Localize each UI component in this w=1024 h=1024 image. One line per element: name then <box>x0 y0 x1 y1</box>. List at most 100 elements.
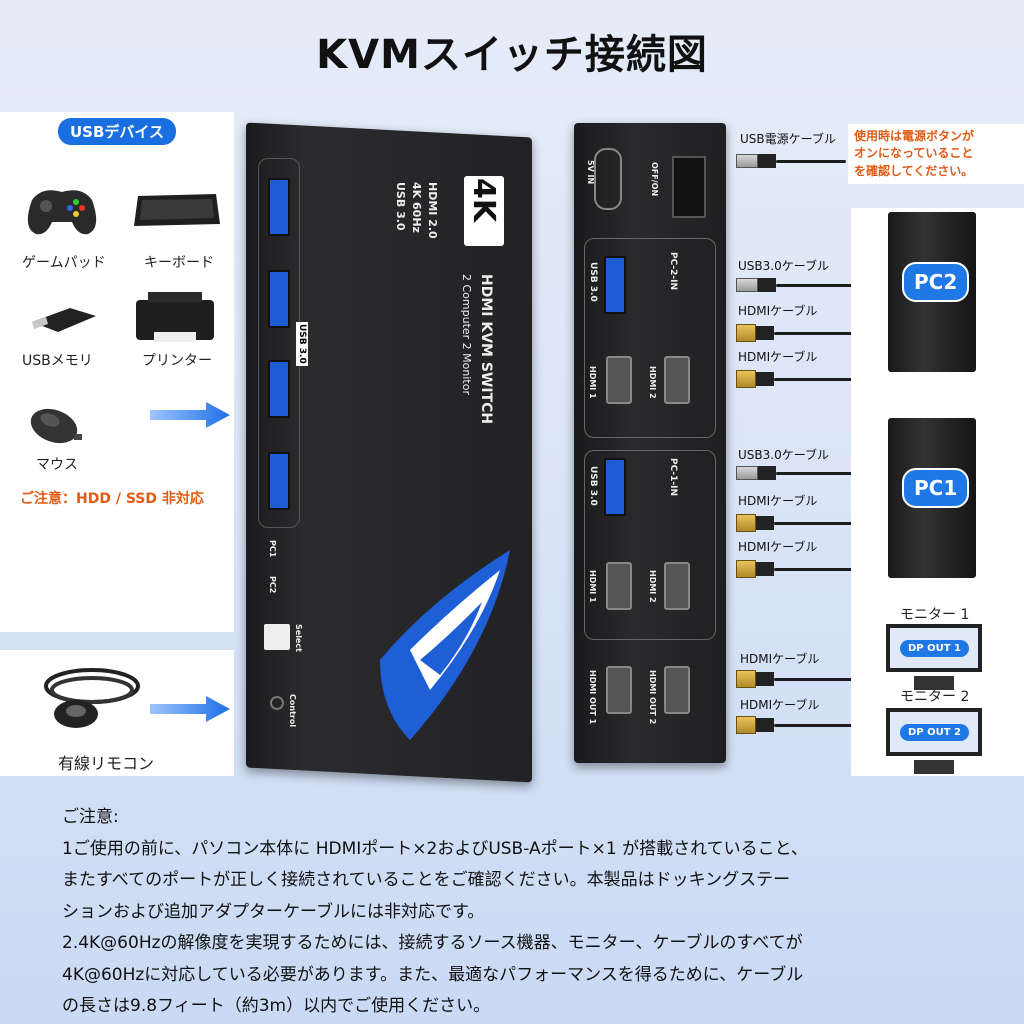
notes-line: 1ご使用の前に、パソコン本体に HDMIポート×2およびUSB-Aポート×1 が… <box>62 838 808 859</box>
pc2-hdmi2-port[interactable] <box>664 356 690 404</box>
usb30-tag: USB 3.0 <box>296 322 308 366</box>
pc2-usb-port[interactable] <box>604 256 626 314</box>
pc1-in-label: PC-1-IN <box>668 458 678 497</box>
front-usb-port[interactable] <box>268 178 290 236</box>
usb-memory-icon <box>32 308 96 332</box>
monitor-stand <box>914 760 954 774</box>
device-name: HDMI KVM SWITCH <box>478 274 494 425</box>
pc1-hdmi1-port[interactable] <box>606 562 632 610</box>
pc1-tower-icon: PC1 <box>888 418 976 578</box>
monitor1-label: モニター 1 <box>900 607 970 623</box>
plug-body <box>756 672 774 686</box>
notes-section: ご注意: 1ご使用の前に、パソコン本体に HDMIポート×2およびUSB-Aポー… <box>62 802 992 1023</box>
notes-line: ションおよび追加アダプターケーブルには非対応です。 <box>62 901 485 922</box>
pc2-port-group <box>584 238 716 438</box>
usb-power-cable-label: USB電源ケーブル <box>740 132 836 146</box>
spec-4k60: 4K 60Hz <box>410 182 423 233</box>
pc1-hdmi1-label: HDMI 1 <box>588 570 597 603</box>
switch-label: OFF/ON <box>650 162 659 197</box>
plug-body <box>758 278 776 292</box>
monitor1-port: DP OUT 1 <box>900 640 969 657</box>
cable-line <box>774 724 884 727</box>
hdmi-plug-icon <box>736 324 756 342</box>
hdmi-out2-port[interactable] <box>664 666 690 714</box>
pc1-usb-port[interactable] <box>604 458 626 516</box>
pc2-hdmi1-port[interactable] <box>606 356 632 404</box>
power-note-line: を確認してください。 <box>854 163 974 178</box>
control-label: Control <box>288 694 297 728</box>
front-usb-port[interactable] <box>268 360 290 418</box>
pc2-tower-icon: PC2 <box>888 212 976 372</box>
plug-body <box>756 562 774 576</box>
pc1-port-group <box>584 450 716 640</box>
monitor-stand <box>914 676 954 690</box>
usb-memory-label: USBメモリ <box>22 353 93 369</box>
keyboard-label: キーボード <box>144 255 214 271</box>
usb-plug-icon <box>736 278 758 292</box>
notes-line: またすべてのポートが正しく接続されていることをご確認ください。本製品はドッキング… <box>62 870 791 890</box>
4k-badge: 4K <box>466 178 501 223</box>
gamepad-label: ゲームパッド <box>22 255 106 271</box>
cable-line <box>774 678 884 681</box>
cable-line <box>774 568 852 571</box>
notes-heading: ご注意: <box>62 807 119 827</box>
usb30-cable-label: USB3.0ケーブル <box>738 259 829 273</box>
power-note: 使用時は電源ボタンが オンになっていること を確認してください。 <box>848 124 1024 185</box>
wired-remote-icon <box>44 668 140 728</box>
monitor2-port: DP OUT 2 <box>900 724 969 741</box>
pc2-hdmi2-label: HDMI 2 <box>648 366 657 399</box>
pc1-usb-label: USB 3.0 <box>588 466 598 506</box>
pc2-hdmi1-label: HDMI 1 <box>588 366 597 399</box>
hdmi-out1-port[interactable] <box>606 666 632 714</box>
front-usb-port[interactable] <box>268 270 290 328</box>
usb-c-power-port[interactable] <box>594 148 622 210</box>
hdmi-plug-icon <box>736 560 756 578</box>
brand-logo-icon <box>380 550 510 740</box>
hdmi-plug-icon <box>736 514 756 532</box>
led-pc1: PC1 <box>268 540 277 558</box>
plug-body <box>756 372 774 386</box>
kvm-switch-back <box>574 123 726 763</box>
cable-line <box>776 160 846 163</box>
hdmi-plug-icon <box>736 670 756 688</box>
spec-hdmi: HDMI 2.0 <box>426 182 439 239</box>
pc2-in-label: PC-2-IN <box>668 252 678 291</box>
cable-line <box>776 284 852 287</box>
power-note-line: オンになっていること <box>854 146 974 161</box>
usb-plug-icon <box>736 154 758 168</box>
hdmi-out2-label: HDMI OUT 2 <box>648 670 657 725</box>
hdmi-cable-label: HDMIケーブル <box>738 540 818 554</box>
pc2-badge: PC2 <box>902 262 970 302</box>
printer-label: プリンター <box>142 353 212 369</box>
hdmi-cable-label: HDMIケーブル <box>738 304 818 318</box>
pc1-badge: PC1 <box>902 468 970 508</box>
notes-line: 2.4K@60Hzの解像度を実現するためには、接続するソース機器、モニター、ケー… <box>62 933 803 953</box>
select-button[interactable] <box>264 624 290 650</box>
power-switch[interactable] <box>672 156 706 218</box>
front-usb-port[interactable] <box>268 452 290 510</box>
monitor2-icon: DP OUT 2 <box>886 708 982 756</box>
cable-line <box>774 332 852 335</box>
control-port[interactable] <box>270 696 284 710</box>
keyboard-icon <box>134 194 220 226</box>
notes-line: 4K@60Hzに対応している必要があります。また、最適なパフォーマンスを得るため… <box>62 964 804 985</box>
hdd-warning: ご注意：HDD / SSD 非対応 <box>20 491 204 507</box>
select-label: Select <box>294 624 303 652</box>
usb-plug-icon <box>736 466 758 480</box>
usb30-cable-label: USB3.0ケーブル <box>738 448 829 462</box>
power-in-label: 5V IN <box>586 160 595 185</box>
pc2-usb-label: USB 3.0 <box>588 262 598 302</box>
pc1-hdmi2-label: HDMI 2 <box>648 570 657 603</box>
device-subname: 2 Computer 2 Monitor <box>460 274 473 395</box>
plug-body <box>756 516 774 530</box>
monitor2-label: モニター 2 <box>900 689 970 705</box>
cable-line <box>774 522 852 525</box>
mouse-label: マウス <box>36 457 78 473</box>
hdmi-plug-icon <box>736 370 756 388</box>
plug-body <box>758 154 776 168</box>
hdmi-cable-label: HDMIケーブル <box>740 652 820 666</box>
plug-body <box>758 466 776 480</box>
pc1-hdmi2-port[interactable] <box>664 562 690 610</box>
hdmi-out1-label: HDMI OUT 1 <box>588 670 597 725</box>
printer-icon <box>136 292 214 342</box>
